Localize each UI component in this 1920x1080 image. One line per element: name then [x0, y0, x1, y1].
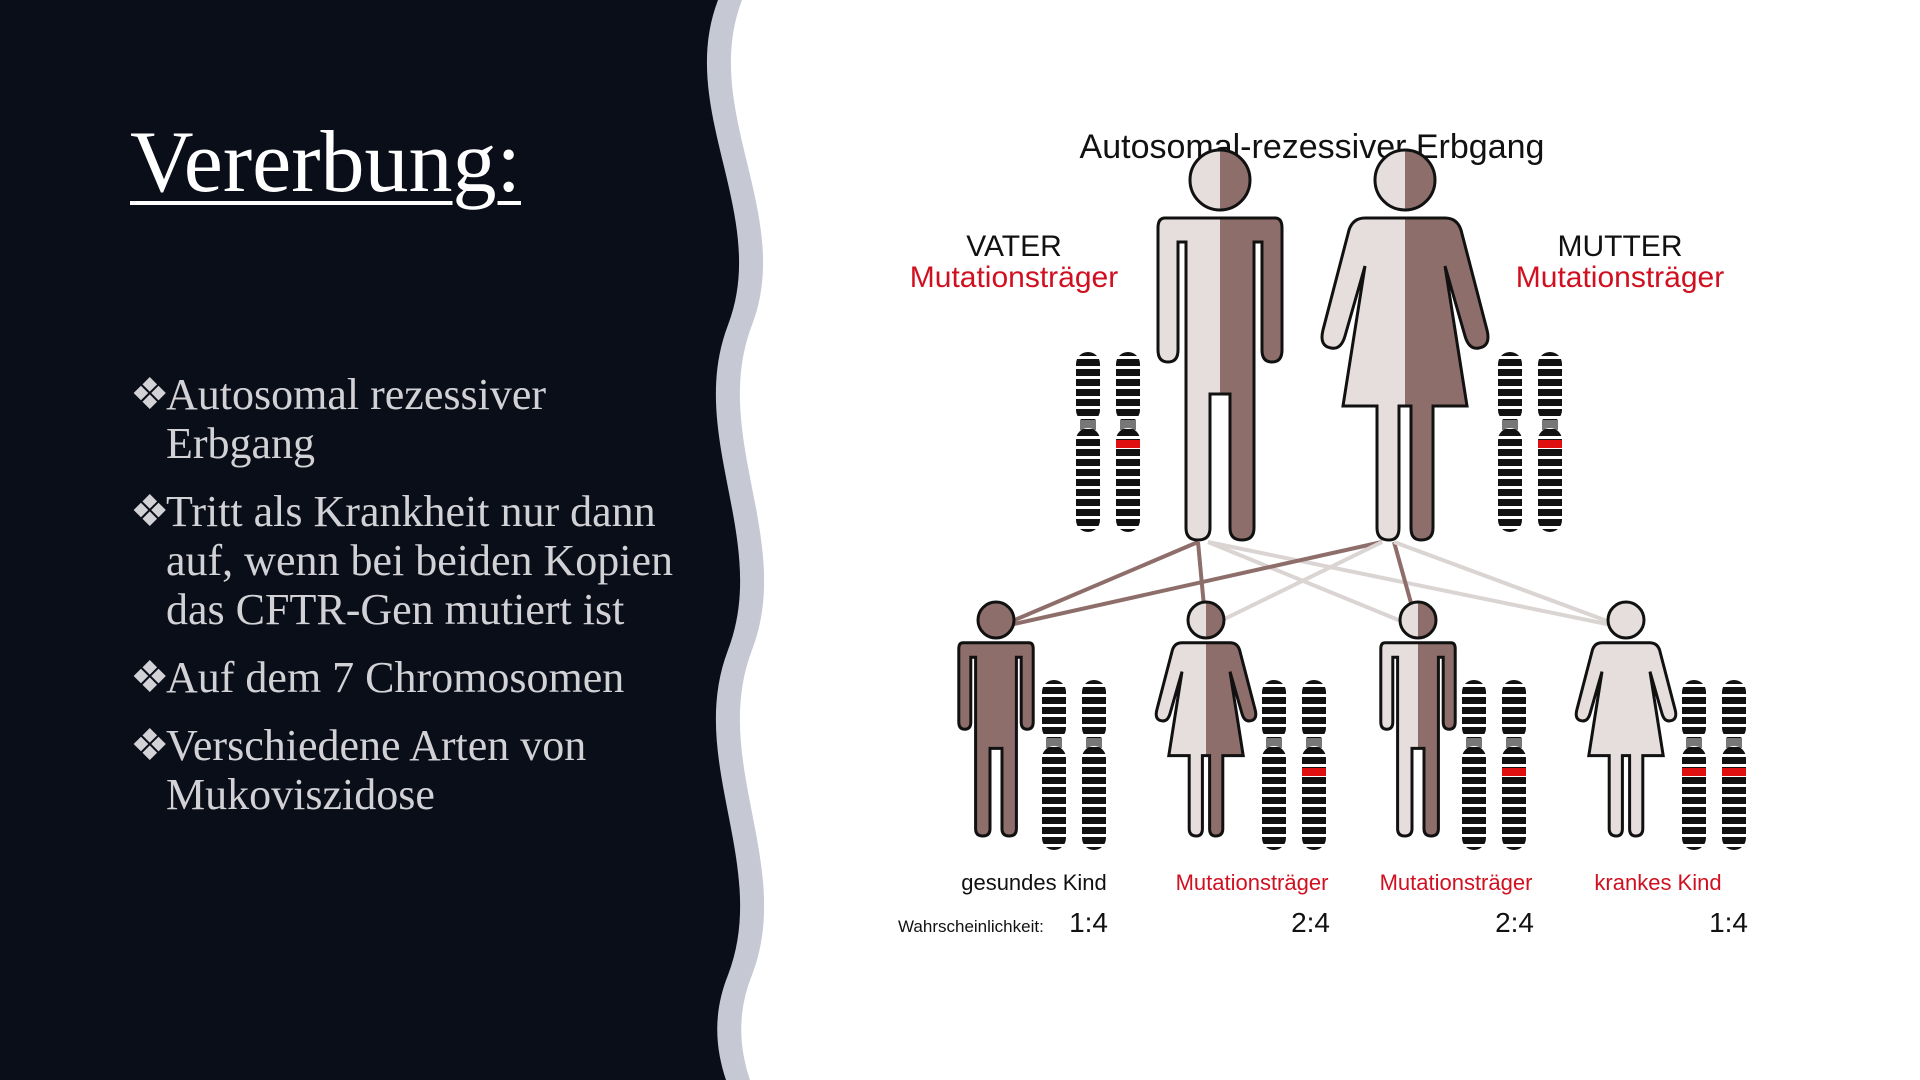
child-4-figure-icon — [1574, 600, 1678, 838]
child-1-chromosome-normal-icon — [1082, 680, 1106, 850]
father-chromosome-normal-icon — [1076, 352, 1100, 532]
inheritance-lines — [995, 540, 1627, 630]
father-status-label: Mutationsträger — [910, 261, 1118, 294]
mother-figure-icon — [1320, 148, 1490, 542]
child-4-chromosome-mutated-icon — [1682, 680, 1706, 850]
father-figure-icon — [1156, 148, 1284, 542]
child-2-probability: 2:4 — [1291, 907, 1330, 938]
child-1-label: gesundes Kind — [961, 870, 1107, 895]
bullet-item: ❖Verschiedene Arten von Mukoviszidose — [130, 721, 690, 819]
mother-status-label: Mutationsträger — [1516, 261, 1724, 294]
diamond-bullet-icon: ❖ — [130, 721, 170, 770]
dark-left-panel — [0, 0, 741, 1080]
bullet-item: ❖Tritt als Krankheit nur dann auf, wenn … — [130, 487, 690, 634]
bullet-item: ❖Autosomal rezessiver Erbgang — [130, 370, 690, 468]
diamond-bullet-icon: ❖ — [130, 487, 170, 536]
line-mother-child-1 — [995, 540, 1383, 630]
bullet-text: Verschiedene Arten von Mukoviszidose — [166, 721, 587, 819]
child-3-chromosome-normal-icon — [1462, 680, 1486, 850]
mother-chromosome-mutated-icon — [1538, 352, 1562, 532]
bullet-text: Auf dem 7 Chromosomen — [166, 653, 625, 702]
child-3-figure-icon — [1379, 600, 1457, 838]
child-2-label: Mutationsträger — [1176, 870, 1329, 895]
child-3-probability: 2:4 — [1495, 907, 1534, 938]
mutation-marker-icon — [1722, 768, 1746, 776]
line-father-child-1 — [995, 540, 1199, 630]
child-1-figure-icon — [957, 600, 1035, 838]
child-3-label: Mutationsträger — [1380, 870, 1533, 895]
mutation-marker-icon — [1538, 440, 1562, 448]
child-1-chromosome-normal-icon — [1042, 680, 1066, 850]
probability-label: Wahrscheinlichkeit: — [898, 917, 1044, 936]
slide-title: Vererbung: — [130, 114, 521, 211]
mutation-marker-icon — [1116, 440, 1140, 448]
father-chromosome-mutated-icon — [1116, 352, 1140, 532]
mother-role-label: MUTTER — [1558, 230, 1683, 263]
line-father-child-3 — [1207, 540, 1419, 630]
child-2-chromosome-normal-icon — [1262, 680, 1286, 850]
diamond-bullet-icon: ❖ — [130, 370, 170, 419]
bullet-text: Autosomal rezessiver Erbgang — [166, 370, 546, 468]
child-2-chromosome-mutated-icon — [1302, 680, 1326, 850]
child-1-probability: 1:4 — [1069, 907, 1108, 938]
child-4-probability: 1:4 — [1709, 907, 1748, 938]
line-mother-child-2 — [1205, 540, 1383, 630]
bullet-text: Tritt als Krankheit nur dann auf, wenn b… — [166, 487, 674, 634]
mutation-marker-icon — [1302, 768, 1326, 776]
line-mother-child-4 — [1393, 540, 1627, 630]
mother-chromosome-normal-icon — [1498, 352, 1522, 532]
child-4-chromosome-mutated-icon — [1722, 680, 1746, 850]
child-2-figure-icon — [1154, 600, 1258, 838]
child-3-chromosome-mutated-icon — [1502, 680, 1526, 850]
bullet-list: ❖Autosomal rezessiver Erbgang ❖Tritt als… — [130, 370, 690, 838]
mutation-marker-icon — [1682, 768, 1706, 776]
child-4-label: krankes Kind — [1594, 870, 1721, 895]
diagram-title: Autosomal-rezessiver Erbgang — [1080, 128, 1545, 166]
line-father-child-4 — [1207, 540, 1627, 630]
bullet-item: ❖Auf dem 7 Chromosomen — [130, 653, 690, 702]
father-role-label: VATER — [966, 230, 1062, 263]
mutation-marker-icon — [1502, 768, 1526, 776]
diamond-bullet-icon: ❖ — [130, 653, 170, 702]
